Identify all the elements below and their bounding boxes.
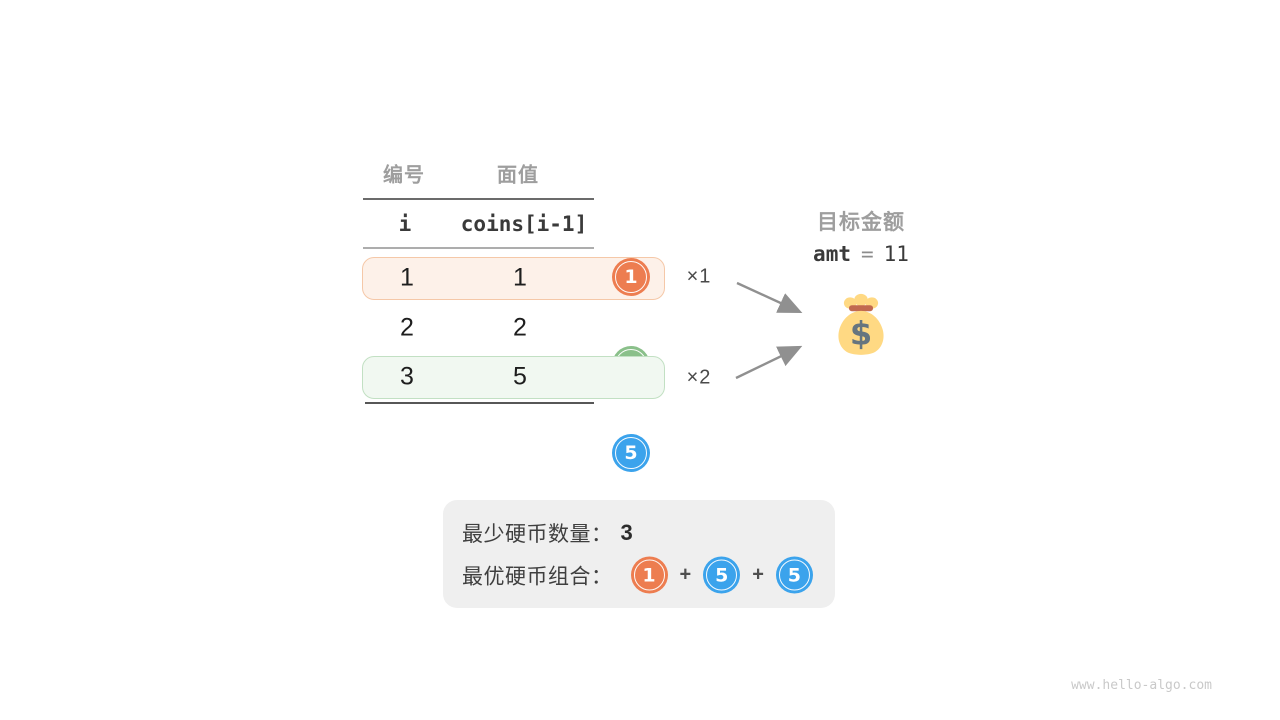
coin-5-icon: 5 (612, 434, 650, 472)
row-1-index: 1 (400, 263, 414, 292)
coin-5-label: 5 (624, 442, 638, 464)
combo-coin-5b-label: 5 (787, 564, 801, 586)
table-header-i: i (398, 212, 412, 236)
min-coins-label: 最少硬币数量： (462, 523, 613, 546)
target-amount-title: 目标金额 (817, 211, 905, 234)
row-1-value: 1 (513, 263, 527, 292)
combo-coin-5a-icon: 5 (703, 556, 741, 594)
best-combo-label: 最优硬币组合： (462, 565, 613, 588)
plus-sign: + (679, 563, 692, 586)
coin-1-label: 1 (624, 266, 638, 288)
svg-text:$: $ (850, 314, 872, 352)
coin-1-icon: 1 (612, 258, 650, 296)
table-header-facevalue: 面值 (497, 164, 539, 187)
combo-coin-5b-icon: 5 (775, 556, 813, 594)
table-rule-bottom (365, 402, 594, 404)
row-3-value: 5 (513, 362, 527, 391)
multiplier-x1-label: ×1 (686, 265, 712, 288)
table-header-coins-expr: coins[i-1] (460, 212, 588, 236)
combo-coin-5a-label: 5 (715, 564, 729, 586)
plus-sign: + (752, 563, 764, 586)
table-header-number: 编号 (383, 164, 425, 187)
table-row-3-highlight (362, 356, 665, 399)
amt-variable: amt (813, 242, 851, 266)
arrow-x2-to-bag-icon (735, 345, 803, 380)
min-coins-value: 3 (620, 520, 633, 545)
target-amount-expression: amt = 11 (813, 242, 909, 266)
table-rule-mid (363, 247, 594, 249)
watermark: www.hello-algo.com (1071, 678, 1212, 693)
multiplier-x2-label: ×2 (686, 366, 712, 389)
row-2-value: 2 (513, 313, 527, 342)
amt-value: 11 (883, 242, 909, 266)
combo-coin-1-label: 1 (642, 564, 656, 586)
moneybag-icon: $ (838, 293, 884, 355)
row-3-index: 3 (400, 362, 414, 391)
equals-sign: = (860, 242, 874, 266)
best-combo-line: 最优硬币组合： 1 + 5 + 5 (462, 556, 813, 594)
min-coins-line: 最少硬币数量： 3 (462, 518, 633, 548)
combo-coin-1-icon: 1 (630, 556, 668, 594)
row-2-index: 2 (400, 313, 414, 342)
arrow-x1-to-bag-icon (736, 281, 803, 314)
table-rule-top (363, 198, 594, 200)
